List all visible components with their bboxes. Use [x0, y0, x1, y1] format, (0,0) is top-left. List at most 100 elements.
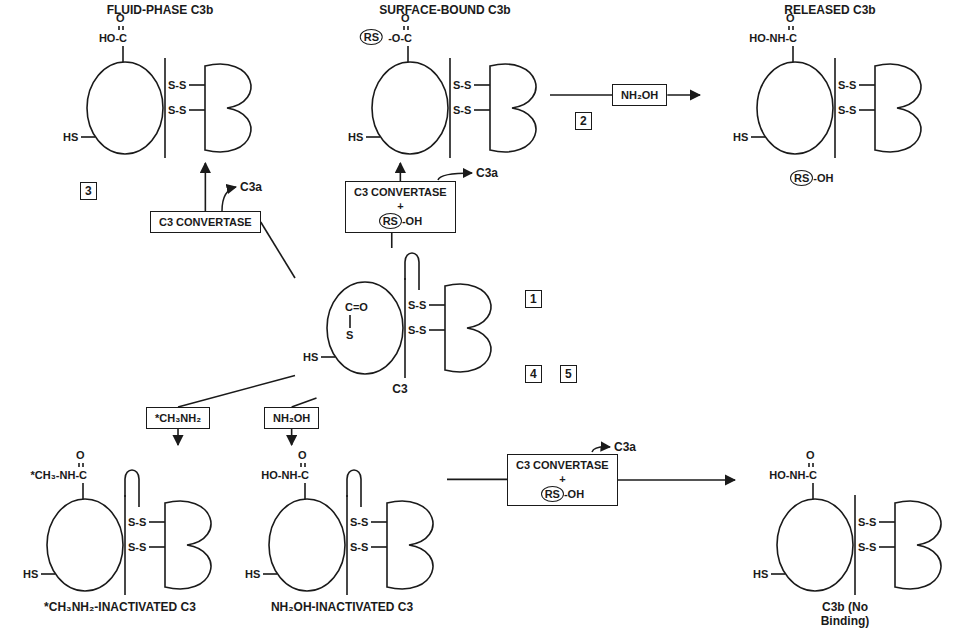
molecule-diagram: *CH₃-NH-COS-SS-SHS*CH₃NH₂-INACTIVATED C3 [10, 445, 225, 617]
beta-chain [490, 64, 536, 152]
step-number: 4 [525, 365, 542, 383]
carbonyl-double-bond [808, 463, 810, 467]
protein-outline [321, 253, 491, 378]
reaction-connector [400, 163, 402, 181]
chemical-group: S-S [838, 103, 856, 117]
box-text: + [559, 472, 565, 486]
molecule-name: C3 [392, 382, 407, 396]
carbonyl-double-bond [812, 463, 814, 467]
chain-boundary [404, 278, 406, 378]
box-text: *CH₃NH₂ [155, 411, 201, 425]
molecule-shape [300, 3, 550, 163]
carbonyl-double-bond [403, 26, 405, 30]
box-text: RS [379, 213, 402, 229]
alpha-chain-domain [87, 62, 163, 154]
disulfide-bond [149, 546, 165, 548]
box-line: NH₂OH [273, 411, 310, 425]
protein-outline [263, 463, 433, 595]
box-text: C3 CONVERTASE [159, 215, 252, 229]
chemical-group: S-S [408, 323, 426, 337]
box-line: + [516, 472, 609, 486]
molecule-shape [15, 3, 265, 163]
protein-outline [771, 463, 941, 595]
c3a-fragment [405, 253, 419, 290]
chemical-group: O [298, 448, 307, 462]
disulfide-bond [429, 304, 445, 306]
box-text: + [397, 199, 403, 213]
box-line: + [354, 199, 447, 213]
disulfide-bond [859, 109, 875, 111]
box-text: C3 CONVERTASE [516, 458, 609, 472]
beta-chain [387, 501, 433, 589]
reaction-connector [291, 429, 293, 445]
chemical-group: *CH₃-NH-C [31, 468, 87, 482]
carbonyl-double-bond [792, 26, 794, 30]
chemical-group: HS [63, 130, 78, 144]
carbonyl-double-bond [82, 463, 84, 467]
chemical-group: S-S [408, 298, 426, 312]
carbonyl-double-bond [407, 26, 409, 30]
chemical-group: HO-C [99, 31, 127, 45]
chemical-group: O [806, 448, 815, 462]
disulfide-bond [474, 109, 490, 111]
disulfide-bond [429, 329, 445, 331]
carbonyl-double-bond [78, 463, 80, 467]
disulfide-bond [371, 546, 387, 548]
chemical-group: S-S [128, 540, 146, 554]
carbonyl-double-bond [118, 26, 120, 30]
chemical-group: RS [790, 170, 813, 186]
box-text: NH₂OH [621, 88, 658, 102]
alpha-chain-domain [372, 62, 448, 154]
protein-outline [41, 463, 211, 595]
box-text: -OH [564, 487, 584, 501]
beta-chain [895, 501, 941, 589]
box-line: C3 CONVERTASE [516, 458, 609, 472]
reagent-box: NH₂OH [264, 407, 319, 429]
thiol-bond [366, 136, 380, 138]
beta-chain [165, 501, 211, 589]
chain-boundary [834, 58, 836, 158]
chain-boundary [854, 495, 856, 595]
fragment-label: C3a [476, 166, 498, 180]
thioester-bond [349, 315, 351, 328]
box-line: RS-OH [516, 486, 609, 502]
chemical-group: C=O [345, 300, 368, 314]
thiol-bond [41, 573, 55, 575]
c3a-release-arrow [438, 173, 472, 180]
carbonyl-double-bond [122, 26, 124, 30]
box-text: C3 CONVERTASE [354, 185, 447, 199]
chemical-group: S-S [453, 103, 471, 117]
reagent-box: C3 CONVERTASE+RS-OH [345, 181, 456, 233]
disulfide-bond [189, 84, 205, 86]
reagent-box: C3 CONVERTASE+RS-OH [507, 454, 618, 506]
chemical-group: HS [23, 567, 38, 581]
disulfide-bond [474, 84, 490, 86]
chain-boundary [449, 58, 451, 158]
molecule-diagram: HO-NH-COS-SS-SHSNH₂OH-INACTIVATED C3 [232, 445, 447, 617]
chemical-group: S-S [858, 540, 876, 554]
protein-outline [366, 26, 536, 158]
carbonyl-bond [812, 483, 814, 499]
chemical-group: O [401, 11, 410, 25]
chemical-group: O [116, 11, 125, 25]
box-line: RS-OH [354, 213, 447, 229]
chemical-group: -OH [813, 171, 833, 185]
reagent-box: *CH₃NH₂ [146, 407, 210, 429]
disulfide-bond [859, 84, 875, 86]
thiol-bond [751, 136, 765, 138]
chain-boundary [124, 495, 126, 595]
molecule-name: SURFACE-BOUND C3b [379, 3, 510, 17]
c3a-release-arrow [222, 187, 236, 211]
carbonyl-bond [122, 46, 124, 62]
reaction-connector [261, 222, 295, 278]
step-number: 2 [575, 112, 592, 130]
alpha-chain-domain [47, 499, 123, 591]
carbonyl-double-bond [788, 26, 790, 30]
disulfide-bond [149, 521, 165, 523]
chemical-group: O [786, 11, 795, 25]
alpha-chain-domain [777, 499, 853, 591]
molecule-shape [295, 248, 510, 398]
thiol-bond [263, 573, 277, 575]
fragment-label: C3a [614, 440, 636, 454]
reaction-connector [618, 479, 735, 481]
